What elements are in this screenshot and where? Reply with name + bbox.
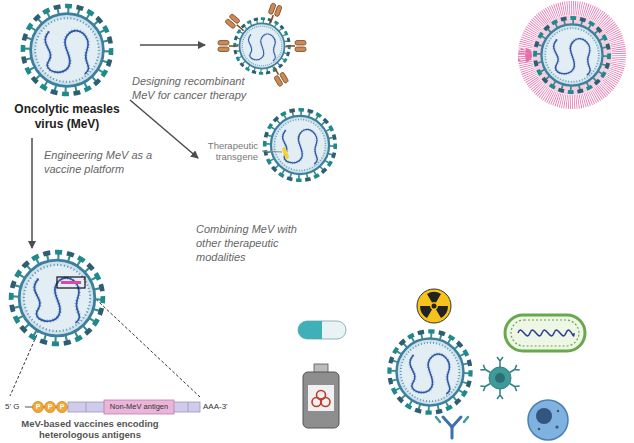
virus-particle [11, 252, 103, 344]
phosphate [45, 402, 56, 413]
antigen-insert [61, 281, 81, 284]
sequence-label: AAA-3' [203, 402, 233, 412]
phosphate-label: P [33, 402, 43, 412]
polymer-coat [525, 8, 619, 102]
zoom-box [57, 277, 85, 288]
callout-label: Therapeutic transgene [200, 140, 258, 162]
antigen-box [104, 400, 174, 414]
virus-particle [23, 6, 111, 94]
virus-outline [5, 246, 109, 350]
virus-outline [17, 0, 117, 100]
rna-bar [68, 402, 200, 412]
transgene-segment [284, 149, 287, 157]
phosphate [33, 402, 44, 413]
caption-text: MeV-based vaccines encoding heterologous… [5, 418, 175, 440]
polymer-coat [532, 15, 612, 95]
connector-arrow [31, 138, 33, 248]
virus-particle [235, 19, 290, 74]
antibody [436, 417, 468, 438]
virus-particle [265, 110, 336, 181]
retargeted-virus [218, 3, 306, 87]
phosphate-label: P [57, 402, 67, 412]
scfv [269, 64, 289, 87]
arrow-label: Engineering MeV as a vaccine platform [44, 148, 156, 176]
virus-node: Oncolytic measles virus (MeV) [2, 0, 132, 132]
arrow [140, 44, 205, 46]
antigen-label: Non-MeV antigen [104, 402, 174, 412]
tumor-cell [528, 400, 568, 440]
sequence-label: 5' G [5, 402, 25, 412]
phosphate [57, 402, 68, 413]
arrow-label: Designing recombinant MeV for cancer the… [132, 74, 252, 102]
scfv [225, 14, 247, 35]
scfv [286, 41, 306, 52]
zoom-line [85, 289, 200, 397]
radiation-symbol [417, 289, 451, 323]
virus-heading: Oncolytic measles virus (MeV) [2, 102, 132, 132]
leader-line [262, 151, 282, 152]
shielded-virus [525, 8, 619, 102]
blood-bag [303, 364, 339, 428]
immune-cell [480, 357, 519, 399]
virus-particle [389, 331, 470, 412]
bacterium [505, 315, 585, 351]
genome-strip [25, 400, 200, 414]
phosphate-label: P [45, 402, 55, 412]
scfv [218, 41, 238, 52]
scfv [265, 3, 282, 26]
armed-virus [262, 110, 335, 181]
arrow-label: Combining MeV with other therapeutic mod… [196, 222, 314, 264]
virus-particle [535, 18, 609, 92]
pill [298, 321, 346, 339]
